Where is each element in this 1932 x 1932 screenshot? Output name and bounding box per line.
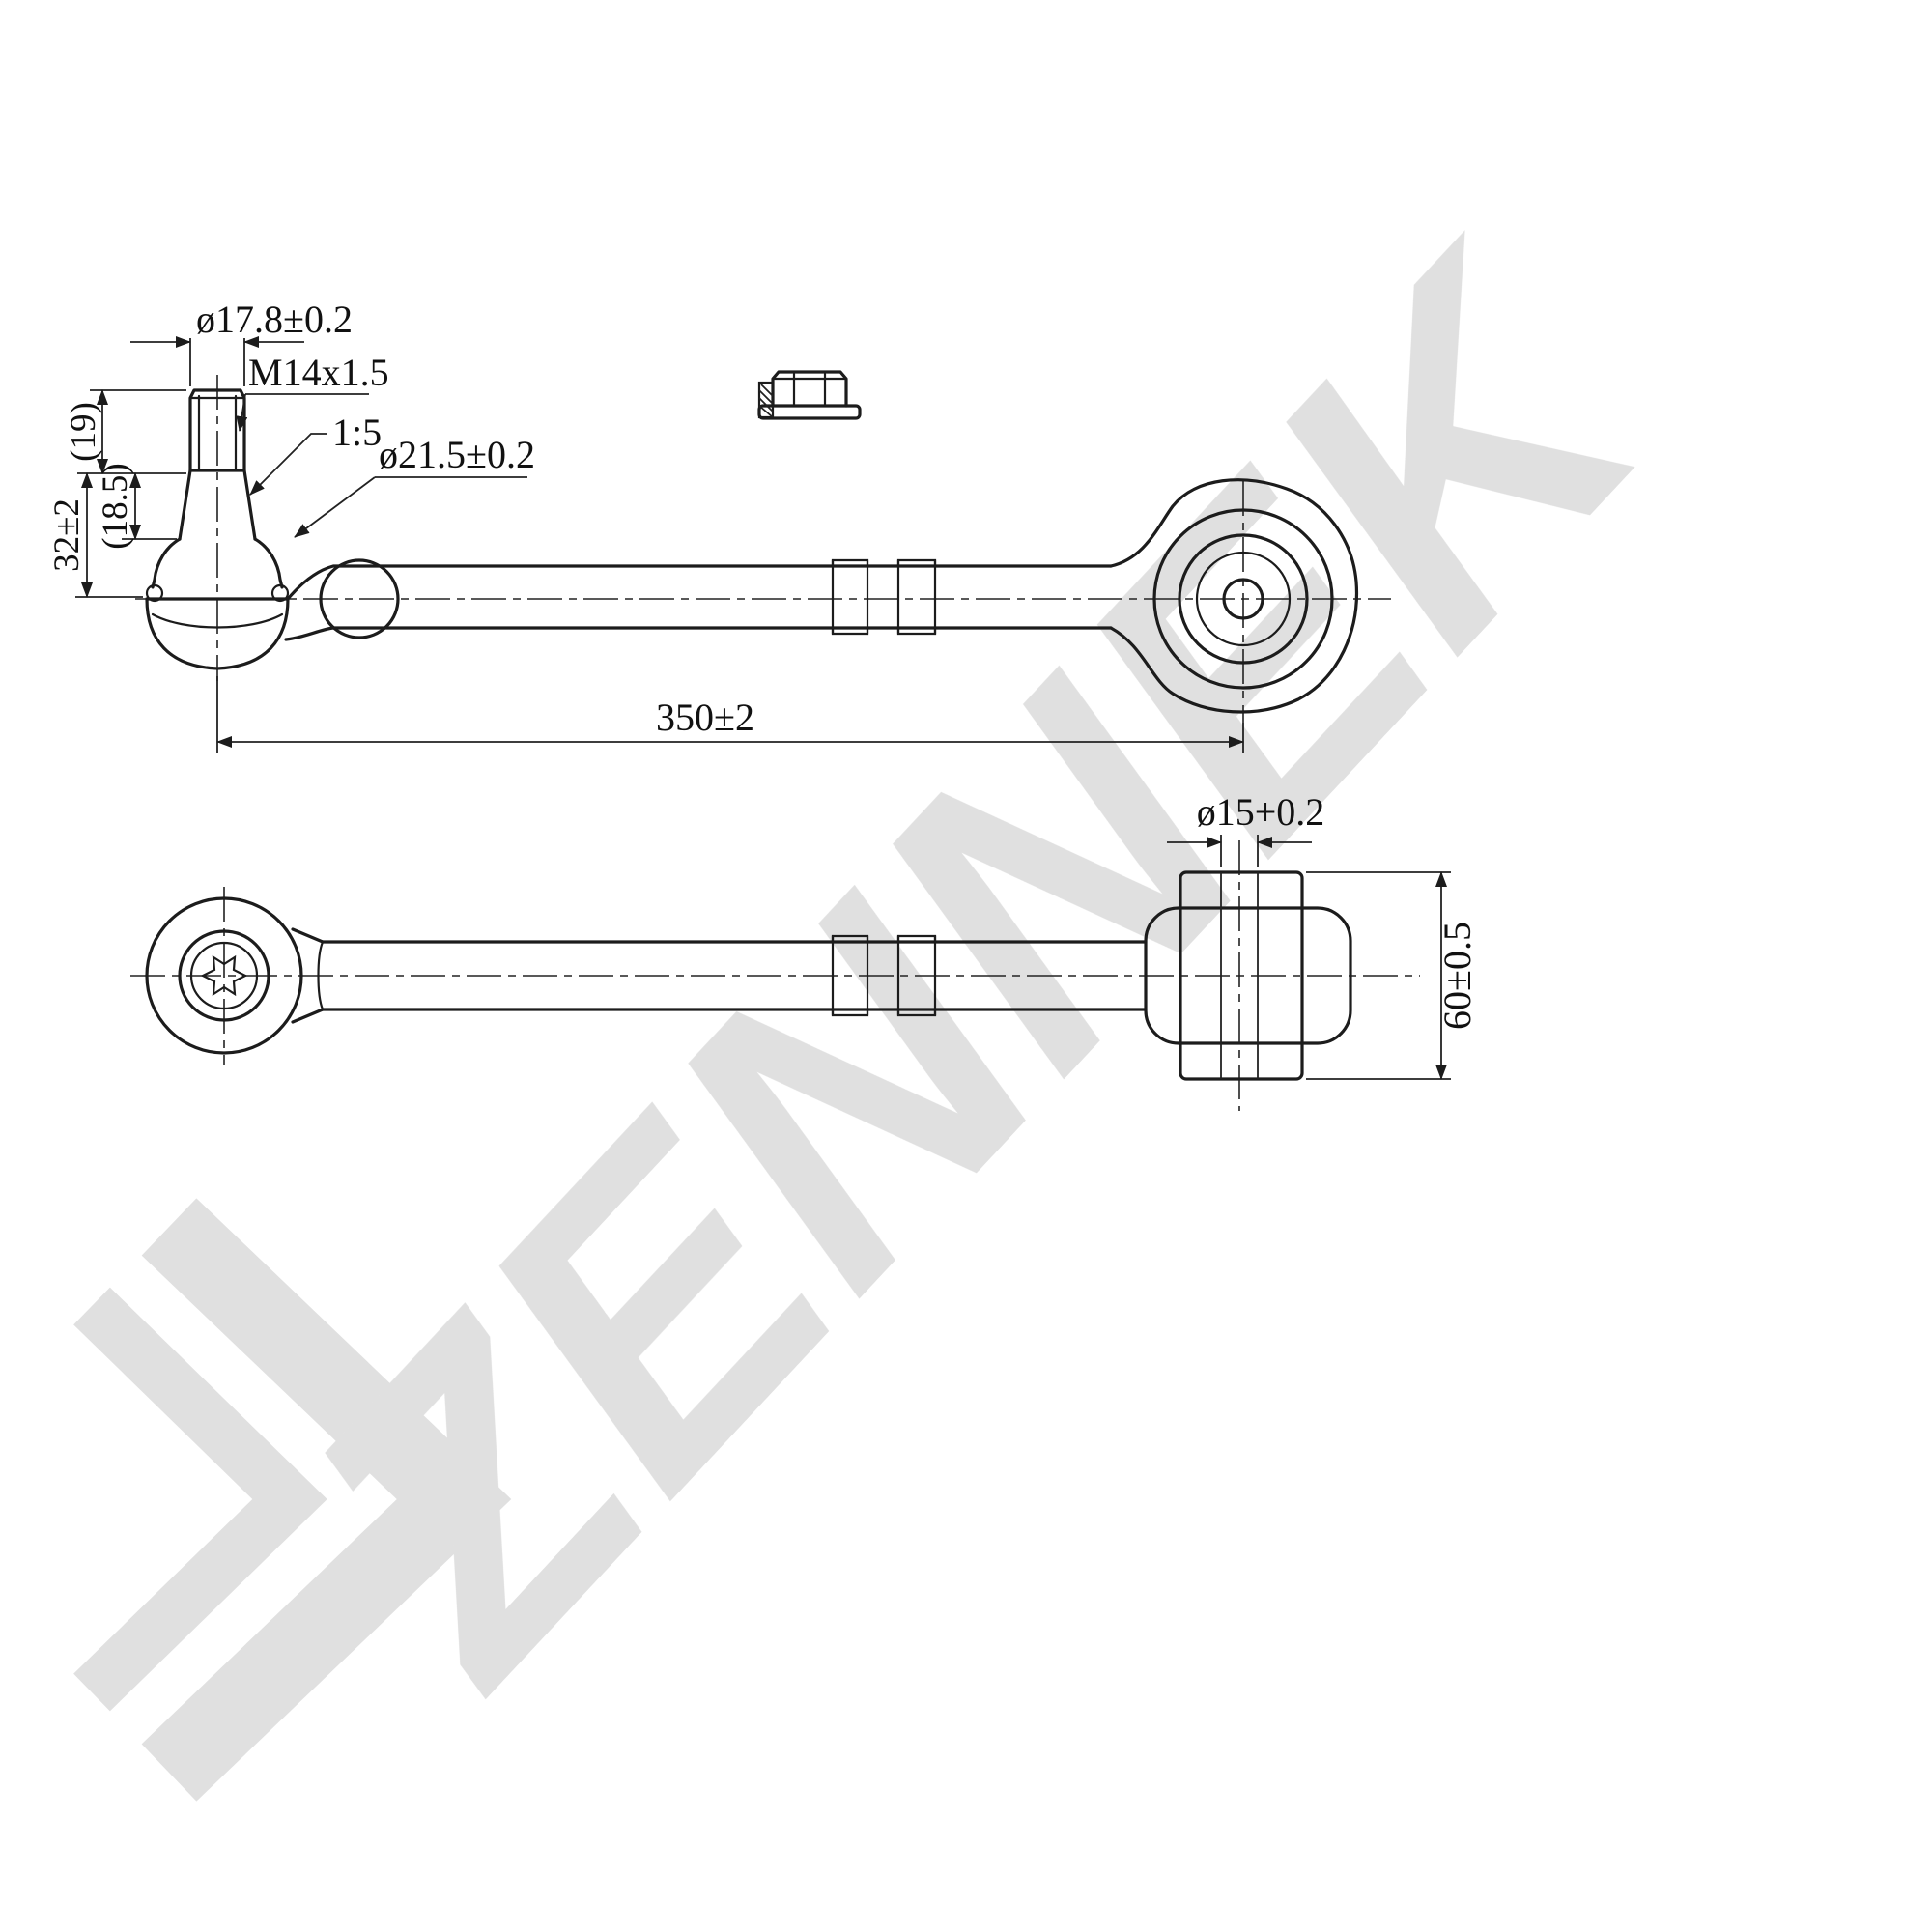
dim-taper-length-label: (18.5) [96, 463, 135, 549]
dim-bushing-width: 60±0.5 [1306, 871, 1479, 1080]
bushing-assembly [1144, 870, 1352, 1081]
dim-taper-ratio: 1:5 [249, 411, 382, 496]
bottom-rod-crimp-bands [831, 934, 937, 1017]
dim-thread-length-label: (19) [64, 402, 103, 462]
dim-bushing-bore: ø15+0.2 [1167, 790, 1324, 867]
dim-bushing-bore-label: ø15+0.2 [1197, 790, 1325, 834]
bottom-view: ø15+0.2 60±0.5 [130, 790, 1479, 1111]
dim-taper-ratio-label: 1:5 [332, 411, 382, 454]
rod-crimp-bands [831, 558, 937, 636]
arm-rod [284, 558, 1113, 641]
dim-stud-height-label: 32±2 [47, 498, 87, 572]
dim-center-distance-label: 350±2 [656, 696, 754, 739]
ball-stud [145, 388, 290, 670]
dim-stud-diameter: ø17.8±0.2 [130, 298, 353, 386]
watermark-chevron-outer-icon [141, 1198, 512, 1802]
dim-ball-diameter: ø21.5±0.2 [294, 433, 535, 538]
socket-bulge [319, 558, 400, 639]
bottom-arm-rod [321, 934, 1148, 1017]
dim-center-distance: 350±2 [216, 676, 1244, 753]
dim-stud-diameter-label: ø17.8±0.2 [196, 298, 353, 341]
watermark: ZENNEK [73, 165, 1744, 1802]
dim-thread-spec: M14x1.5 [236, 351, 389, 432]
lock-nut [757, 370, 862, 420]
watermark-chevron-inner-icon [73, 1287, 327, 1712]
watermark-text: ZENNEK [210, 165, 1744, 1763]
top-view: ø17.8±0.2 M14x1.5 1:5 ø21.5±0.2 (19) [47, 298, 1391, 753]
dim-thread-spec-label: M14x1.5 [248, 351, 389, 394]
bushing-plate [1109, 478, 1359, 714]
torx-socket-icon [200, 954, 248, 997]
dim-bushing-width-label: 60±0.5 [1435, 922, 1479, 1030]
dim-ball-diameter-label: ø21.5±0.2 [379, 433, 535, 476]
nut-hatching [758, 384, 774, 418]
dim-left-stack: (19) (18.5) 32±2 [47, 389, 186, 598]
ball-joint-eye [145, 896, 325, 1055]
